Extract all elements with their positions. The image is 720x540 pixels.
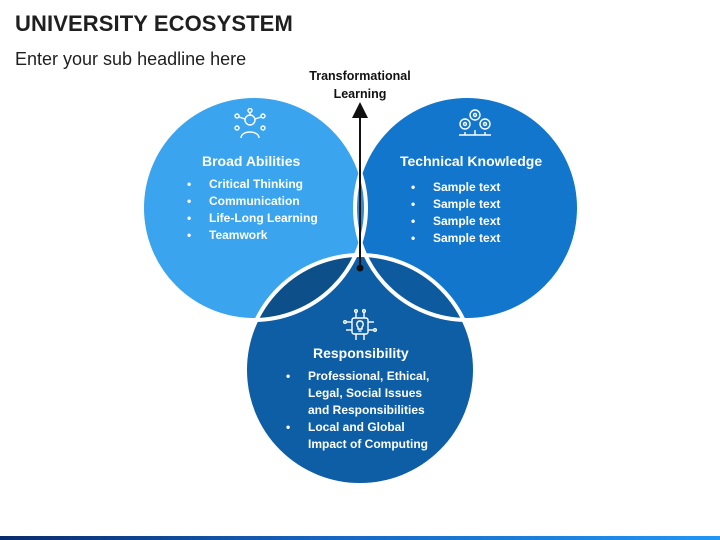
chip-lightbulb-icon	[343, 309, 378, 340]
page-title: UNIVERSITY ECOSYSTEM	[15, 11, 293, 36]
technical-knowledge-title: Technical Knowledge	[400, 153, 543, 169]
list-item: Local and Global Impact of Computing	[284, 419, 444, 453]
list-item: Life-Long Learning	[185, 210, 318, 227]
responsibility-list: Professional, Ethical, Legal, Social Iss…	[284, 368, 444, 453]
broad-abilities-list: Critical Thinking Communication Life-Lon…	[185, 176, 318, 244]
technical-knowledge-list: Sample text Sample text Sample text Samp…	[409, 179, 500, 247]
list-item: Sample text	[409, 196, 500, 213]
arrow-label: Transformational Learning	[309, 69, 411, 101]
footer-bar	[0, 536, 720, 540]
gears-lightbulb-icon	[459, 109, 491, 136]
list-item: Critical Thinking	[185, 176, 318, 193]
list-item: Communication	[185, 193, 318, 210]
outline-right	[353, 94, 581, 322]
list-item: Sample text	[409, 179, 500, 196]
arrow-origin-dot	[356, 264, 364, 272]
list-item: Teamwork	[185, 227, 318, 244]
person-network-icon	[234, 108, 266, 139]
list-item: Sample text	[409, 230, 500, 247]
outline-left	[140, 94, 368, 322]
broad-abilities-title: Broad Abilities	[202, 153, 301, 169]
responsibility-title: Responsibility	[313, 345, 409, 361]
list-item: Professional, Ethical, Legal, Social Iss…	[284, 368, 444, 419]
list-item: Sample text	[409, 213, 500, 230]
page-subtitle: Enter your sub headline here	[15, 49, 247, 69]
